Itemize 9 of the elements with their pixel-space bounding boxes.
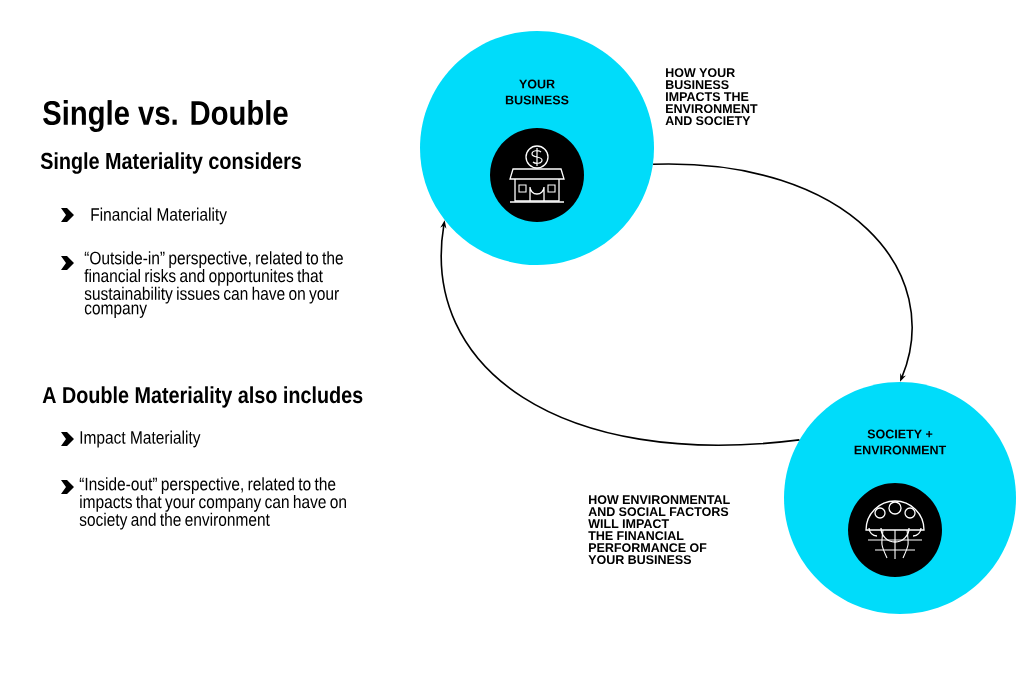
paragraph: “Outside-in” perspective, related to the financial risks and opportunites that sustainability issues can have on your company — [84, 251, 343, 318]
heading: A Double Materiality also includes — [42, 386, 363, 408]
paragraph: “Inside-out” perspective, related to the impacts that your company can have on society and the environment — [79, 477, 346, 530]
bullet-item: Impact Materiality — [80, 430, 201, 448]
title: Single vs. Double — [43, 100, 288, 132]
bullet-item: Financial Materiality — [91, 207, 227, 225]
heading: Single Materiality considers — [40, 152, 301, 174]
edge-label: HOW ENVIRONMENTAL AND SOCIAL FACTORS WILL IMPACT THE FINANCIAL PERFORMANCE OF YOUR BUSINESS — [588, 495, 730, 565]
edge-label: HOW YOUR BUSINESS IMPACTS THE ENVIRONMENT AND SOCIETY — [665, 68, 758, 126]
